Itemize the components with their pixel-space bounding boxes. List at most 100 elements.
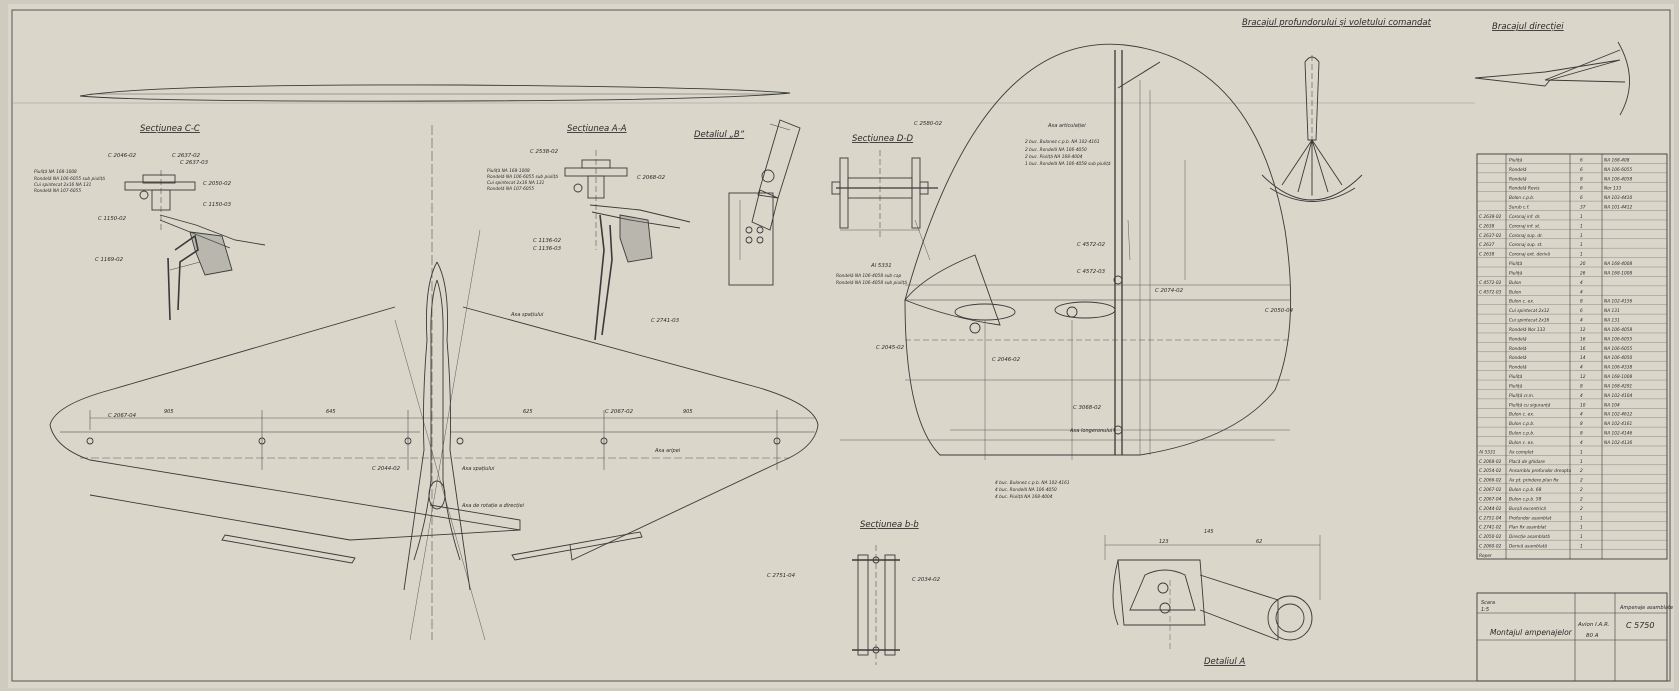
drawing-title: Montajul ampenajelor — [1490, 628, 1573, 637]
bom-cell-name: Rondelă — [1509, 336, 1527, 342]
bom-cell-qty: 1 — [1580, 223, 1583, 229]
bom-cell-std: NA 106-6055 — [1604, 346, 1632, 352]
bom-cell-name: Coronaj sup. st. — [1509, 242, 1543, 248]
callout-8: C 2538-02 — [530, 149, 559, 155]
bom-cell-name: Rondelă Revis — [1509, 186, 1540, 192]
bom-cell-qty: 12 — [1580, 327, 1586, 333]
bom-cell-qty: 10 — [1580, 402, 1586, 408]
bom-cell-std: NA 168-1008 — [1604, 374, 1632, 380]
bom-cell-name: Bucșă excentrică — [1509, 506, 1546, 512]
axis-label-1: Axa spațiului — [510, 312, 544, 318]
bom-cell-ref: AI 5331 — [1478, 449, 1496, 455]
bom-cell-std: NA 103-4410 — [1604, 195, 1632, 201]
note-11: 2 buc. Bulonez c.p.b. NA 102-4161 — [1025, 139, 1100, 145]
note-17: 4 buc. Piuliță NA 168-4004 — [995, 494, 1053, 500]
note-3: Cui spintecat 2x16 NA 131 — [34, 182, 92, 188]
chord-profile — [79, 84, 791, 102]
bom-cell-name: Bulon — [1509, 280, 1521, 286]
bom-cell-qty: 2 — [1580, 478, 1583, 484]
note-2: Rondelă NA 106-6055 sub piuliță — [34, 176, 105, 182]
section-dd-title: Secțiunea D-D — [852, 134, 914, 144]
bom-cell-qty: 2 — [1580, 506, 1583, 512]
bom-cell-name: Direcție asamblată — [1509, 534, 1550, 540]
bom-cell-qty: 6 — [1580, 157, 1583, 163]
bom-cell-name: Placă de ghidare — [1509, 459, 1545, 465]
bom-cell-ref: C 2054-02 — [1479, 468, 1502, 474]
bom-cell-ref: C 2067-04 — [1479, 496, 1502, 502]
bom-cell-std: NA 106-4050 — [1604, 355, 1632, 361]
callout-16: C 2044-02 — [372, 466, 401, 472]
callout-25: C 2034-02 — [912, 577, 941, 583]
callout-2: C 2637-02 — [172, 153, 201, 159]
note-6: Rondelă NA 106-6055 sub piuliță — [487, 174, 558, 180]
section-bb-drawing — [852, 545, 900, 665]
bom-cell-qty: 1 — [1580, 449, 1583, 455]
bom-cell-name: Coronaj inf. dr. — [1509, 214, 1541, 220]
bom-cell-name: Piuliță cr.m. — [1509, 393, 1534, 399]
bom-cell-std: NA 106-4338 — [1604, 365, 1632, 371]
bom-cell-std: NA 168-1008 — [1604, 270, 1632, 276]
scale-label: Scara — [1481, 600, 1495, 606]
bom-cell-qty: 6 — [1580, 167, 1583, 173]
bom-cell-ref: C 2050-02 — [1479, 534, 1502, 540]
note-12: 2 buc. Rondelă NA 106-4050 — [1025, 147, 1087, 153]
callout-3: C 2637-03 — [180, 160, 209, 166]
bom-cell-qty: 8 — [1580, 299, 1583, 305]
callout-9: C 2068-02 — [637, 175, 666, 181]
bom-cell-name: Derivă asamblată — [1509, 544, 1547, 550]
note-10: Rondelă NA 106-4058 sub piuliță — [836, 280, 907, 286]
bom-cell-name: Șurub c.f. — [1509, 205, 1530, 211]
bom-cell-qty: 2 — [1580, 496, 1583, 502]
elevator-control-title: Bracajul profundorului și voletului coma… — [1242, 18, 1432, 28]
bom-cell-qty: 4 — [1580, 412, 1583, 418]
bom-cell-qty: 6 — [1580, 195, 1583, 201]
fin-side-view — [840, 43, 1292, 460]
bom-cell-std: NA 102-4156 — [1604, 299, 1632, 305]
callout-11: C 1136-03 — [533, 246, 562, 252]
note-4: Rondelă NA 107-6055 — [34, 188, 81, 194]
callout-18: C 2074-02 — [1155, 288, 1184, 294]
bom-cell-ref: C 2637 — [1479, 242, 1495, 248]
callout-5: C 1150-03 — [203, 202, 232, 208]
bom-cell-ref: C 4572-03 — [1479, 289, 1502, 295]
bom-cell-name: Cui spintecat 2x12 — [1509, 308, 1550, 314]
bom-cell-std: NA 102-4146 — [1604, 431, 1632, 437]
bom-cell-name: Piuliță — [1509, 261, 1523, 267]
note-8: Rondelă NA 107-6055 — [487, 186, 534, 192]
bom-cell-ref: C 2637-02 — [1479, 233, 1502, 239]
aircraft-value: 80 A — [1586, 633, 1599, 639]
note-14: 1 buc. Rondelă NA 106-4058 sub piuliță — [1025, 161, 1111, 167]
bom-cell-qty: 4 — [1580, 280, 1583, 286]
aircraft-label: Avion I.A.R. — [1577, 622, 1610, 628]
scale-value: 1:5 — [1481, 607, 1489, 613]
bom-cell-name: Bulon c.p.b. — [1509, 431, 1535, 437]
axis-label-5: Axa aripei — [654, 448, 681, 454]
bom-cell-qty: 20 — [1580, 261, 1586, 267]
bom-cell-qty: 4 — [1580, 318, 1583, 324]
bom-cell-std: NA 102-4161 — [1604, 421, 1632, 427]
drawing-frame — [11, 9, 1671, 682]
bom-cell-qty: 1 — [1580, 534, 1583, 540]
axis-label-4: Axa longeronului — [1069, 428, 1113, 434]
bom-cell-qty: 1 — [1580, 515, 1583, 521]
callout-10: C 1136-02 — [533, 238, 562, 244]
callout-7: C 1169-02 — [95, 257, 124, 263]
bom-cell-ref: C 2044-02 — [1479, 506, 1502, 512]
callout-4: C 2050-02 — [203, 181, 232, 187]
bom-cell-qty: 1 — [1580, 242, 1583, 248]
note-7: Cui spintecat 2x16 NA 131 — [487, 180, 545, 186]
elevator-deflection-diagram — [1261, 55, 1363, 202]
bom-cell-name: Bulon c.p.b. — [1509, 421, 1535, 427]
bom-cell-name: Coronaj sup. dr. — [1509, 233, 1543, 239]
bom-cell-qty: 8 — [1580, 383, 1583, 389]
fuselage-tail-view — [394, 125, 486, 641]
drawing-number-label: Ampenaje asamblate — [1619, 605, 1673, 611]
bom-cell-std: NA 102-4136 — [1604, 440, 1632, 446]
bom-cell-name: Rondelă — [1509, 365, 1527, 371]
callout-12: C 2580-02 — [914, 121, 943, 127]
bom-cell-qty: 16 — [1580, 346, 1586, 352]
bom-cell-qty: 6 — [1580, 186, 1583, 192]
bom-cell-name: Profundor asamblat — [1509, 515, 1552, 521]
